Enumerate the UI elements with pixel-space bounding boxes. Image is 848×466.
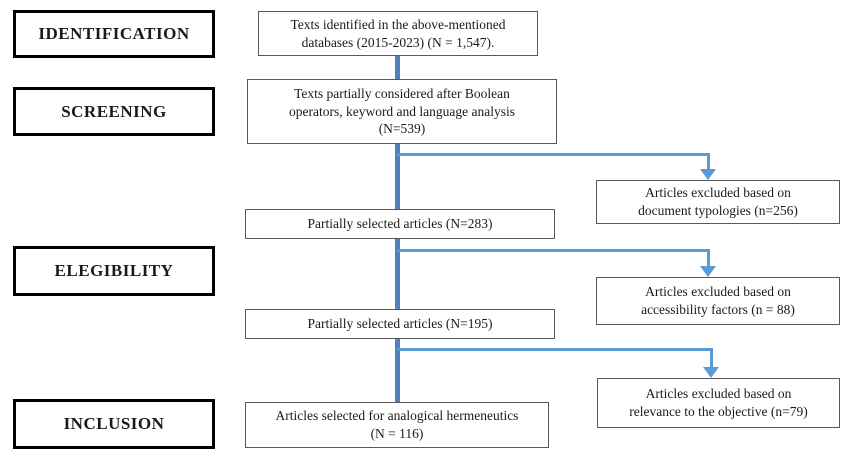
down-arrowhead-icon (700, 266, 716, 277)
branch3-horizontal-line (397, 348, 713, 351)
exclusion-box-relevance: Articles excluded based on relevance to … (597, 378, 840, 428)
down-arrowhead-icon (703, 367, 719, 378)
flow-box-text: Partially selected articles (N=195) (307, 316, 493, 332)
flow-box-text: Articles selected for analogical hermene… (275, 408, 519, 441)
down-arrowhead-icon (700, 169, 716, 180)
branch3-vertical-line (710, 348, 713, 367)
stage-label: ELEGIBILITY (54, 261, 174, 280)
exclusion-box-accessibility: Articles excluded based on accessibility… (596, 277, 840, 325)
branch1-horizontal-line (397, 153, 710, 156)
stage-box-screening: SCREENING (13, 87, 215, 136)
stage-label: SCREENING (61, 101, 167, 121)
stage-label: IDENTIFICATION (38, 24, 190, 43)
flow-box-text: Texts partially considered after Boolean… (288, 85, 516, 137)
flow-box-boolean-screening: Texts partially considered after Boolean… (247, 79, 557, 144)
flow-box-texts-identified: Texts identified in the above-mentioned … (258, 11, 538, 56)
flow-box-text: Texts identified in the above-mentioned … (290, 16, 506, 50)
flow-box-partially-selected-283: Partially selected articles (N=283) (245, 209, 555, 239)
flow-box-articles-included: Articles selected for analogical hermene… (245, 402, 549, 448)
flow-box-partially-selected-195: Partially selected articles (N=195) (245, 309, 555, 339)
branch1-vertical-line (707, 153, 710, 170)
branch2-horizontal-line (397, 249, 710, 252)
branch2-vertical-line (707, 249, 710, 266)
stage-box-inclusion: INCLUSION (13, 399, 215, 449)
exclusion-box-typologies: Articles excluded based on document typo… (596, 180, 840, 224)
stage-box-identification: IDENTIFICATION (13, 10, 215, 58)
flow-box-text: Partially selected articles (N=283) (307, 216, 493, 232)
exclusion-box-text: Articles excluded based on document typo… (638, 185, 798, 218)
exclusion-box-text: Articles excluded based on accessibility… (641, 284, 795, 317)
exclusion-box-text: Articles excluded based on relevance to … (629, 386, 808, 419)
stage-label: INCLUSION (63, 414, 165, 433)
stage-box-elegibility: ELEGIBILITY (13, 246, 215, 296)
